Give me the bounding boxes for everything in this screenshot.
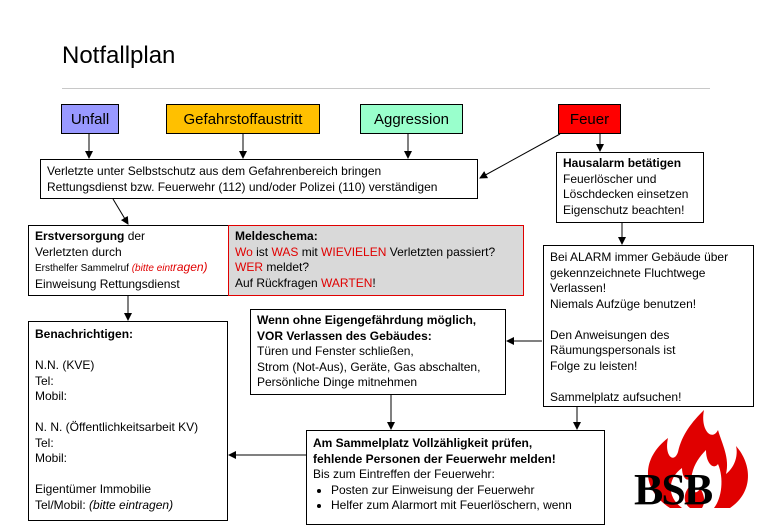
category-gefahrstoffaustritt-label: Gefahrstoffaustritt [183, 110, 303, 128]
benach-eigen: Eigentümer Immobilie [35, 482, 152, 496]
arrow-feuer-selbstschutz [479, 133, 561, 179]
erst-line4: Einweisung Rettungsdienst [35, 276, 180, 291]
box-meldeschema: Meldeschema: Wo ist WAS mit WIEVIELEN Ve… [228, 225, 524, 296]
sammel-bullets: Posten zur Einweisung der Feuerwehr Helf… [313, 483, 598, 514]
hausalarm-head: Hausalarm betätigen [563, 156, 682, 170]
arrow-selbstschutz-erst [112, 198, 129, 225]
melde-wievielen: WIEVIELEN [321, 244, 387, 259]
verlassen-head1: Wenn ohne Eigengefährdung möglich, [257, 313, 477, 327]
benach-tel2: Tel: [35, 435, 54, 450]
alarm-line7: Folge zu leisten! [550, 358, 638, 373]
category-aggression: Aggression [360, 104, 463, 134]
erst-small-italic: (bitte eint [131, 263, 173, 274]
melde-t3: Verletzten passiert? [386, 244, 496, 259]
selbstschutz-line1: Verletzte unter Selbstschutz aus dem Gef… [47, 164, 382, 178]
title-divider [62, 88, 710, 89]
category-unfall-label: Unfall [70, 110, 110, 128]
alarm-line8: Sammelplatz aufsuchen! [550, 389, 682, 404]
erst-rest: der [124, 229, 146, 243]
bsb-logo: BSB [630, 408, 768, 514]
melde-t4: meldet? [263, 260, 310, 274]
hausalarm-line3: Eigenschutz beachten! [563, 202, 685, 217]
flow-arrows [85, 133, 626, 459]
box-hausalarm: Hausalarm betätigen Feuerlöscher und Lös… [556, 152, 704, 223]
alarm-line1: Bei ALARM immer Gebäude über [550, 250, 729, 264]
flame-icon [648, 410, 749, 508]
verlassen-head2: VOR Verlassen des Gebäudes: [257, 328, 432, 343]
category-unfall: Unfall [61, 104, 119, 134]
melde-t6: ! [372, 275, 376, 290]
benach-telmobil-italic: (bitte eintragen) [89, 497, 174, 512]
benach-mobil2: Mobil: [35, 451, 68, 465]
box-sammelplatz: Am Sammelplatz Vollzähligkeit prüfen, fe… [306, 430, 605, 525]
melde-t1: ist [252, 244, 272, 259]
melde-head: Meldeschema: [235, 229, 318, 243]
selbstschutz-line2: Rettungsdienst bzw. Feuerwehr (112) und/… [47, 179, 438, 194]
benach-tel1: Tel: [35, 373, 54, 388]
verlassen-line2: Strom (Not-Aus), Geräte, Gas abschalten, [257, 359, 481, 374]
logo-text: BSB [634, 465, 713, 514]
alarm-line6: Räumungspersonals ist [550, 343, 676, 357]
benach-mobil1: Mobil: [35, 389, 68, 403]
erst-line2: Verletzten durch [35, 244, 122, 259]
erst-bold: Erstversorgung [35, 229, 125, 243]
box-alarm: Bei ALARM immer Gebäude über gekennzeich… [543, 245, 754, 407]
alarm-line3: Verlassen! [550, 281, 607, 295]
box-benachrichtigen: Benachrichtigen: N.N. (KVE) Tel: Mobil: … [28, 321, 228, 521]
melde-was: WAS [271, 244, 299, 259]
benach-nn2: N. N. (Öffentlichkeitsarbeit KV) [35, 420, 199, 434]
verlassen-line3: Persönliche Dinge mitnehmen [257, 375, 418, 389]
category-gefahrstoffaustritt: Gefahrstoffaustritt [166, 104, 320, 134]
sammel-bullet: Helfer zum Alarmort mit Feuerlöschern, w… [331, 498, 598, 514]
category-feuer: Feuer [558, 104, 621, 134]
verlassen-line1: Türen und Fenster schließen, [257, 344, 414, 358]
melde-wo: Wo [235, 244, 253, 259]
box-erstversorgung: Erstversorgung der Verletzten durch Erst… [28, 225, 230, 296]
erst-italic-rest: ragen) [172, 260, 208, 274]
melde-t5: Auf Rückfragen [235, 275, 322, 290]
category-feuer-label: Feuer [569, 110, 610, 128]
melde-t2: mit [298, 244, 322, 259]
sammel-head1: Am Sammelplatz Vollzähligkeit prüfen, [313, 436, 533, 450]
category-aggression-label: Aggression [373, 110, 450, 128]
alarm-line2: gekennzeichnete Fluchtwege [550, 265, 706, 280]
alarm-line4: Niemals Aufzüge benutzen! [550, 296, 697, 311]
sammel-head2: fehlende Personen der Feuerwehr melden! [313, 451, 556, 466]
melde-warten: WARTEN [321, 275, 373, 290]
alarm-line5: Den Anweisungen des [550, 327, 670, 342]
sammel-line1: Bis zum Eintreffen der Feuerwehr: [313, 467, 495, 481]
hausalarm-line1: Feuerlöscher und [563, 171, 657, 186]
page-title: Notfallplan [62, 42, 176, 69]
benach-nn1: N.N. (KVE) [35, 358, 95, 372]
benach-telmobil: Tel/Mobil: [35, 497, 90, 512]
box-verlassen: Wenn ohne Eigengefährdung möglich, VOR V… [250, 309, 506, 395]
benach-head: Benachrichtigen: [35, 327, 134, 341]
sammel-bullet: Posten zur Einweisung der Feuerwehr [331, 483, 598, 499]
melde-wer: WER [235, 260, 263, 274]
box-selbstschutz: Verletzte unter Selbstschutz aus dem Gef… [40, 159, 478, 199]
erst-small: Ersthelfer Sammelruf [35, 263, 132, 274]
hausalarm-line2: Löschdecken einsetzen [563, 187, 689, 201]
